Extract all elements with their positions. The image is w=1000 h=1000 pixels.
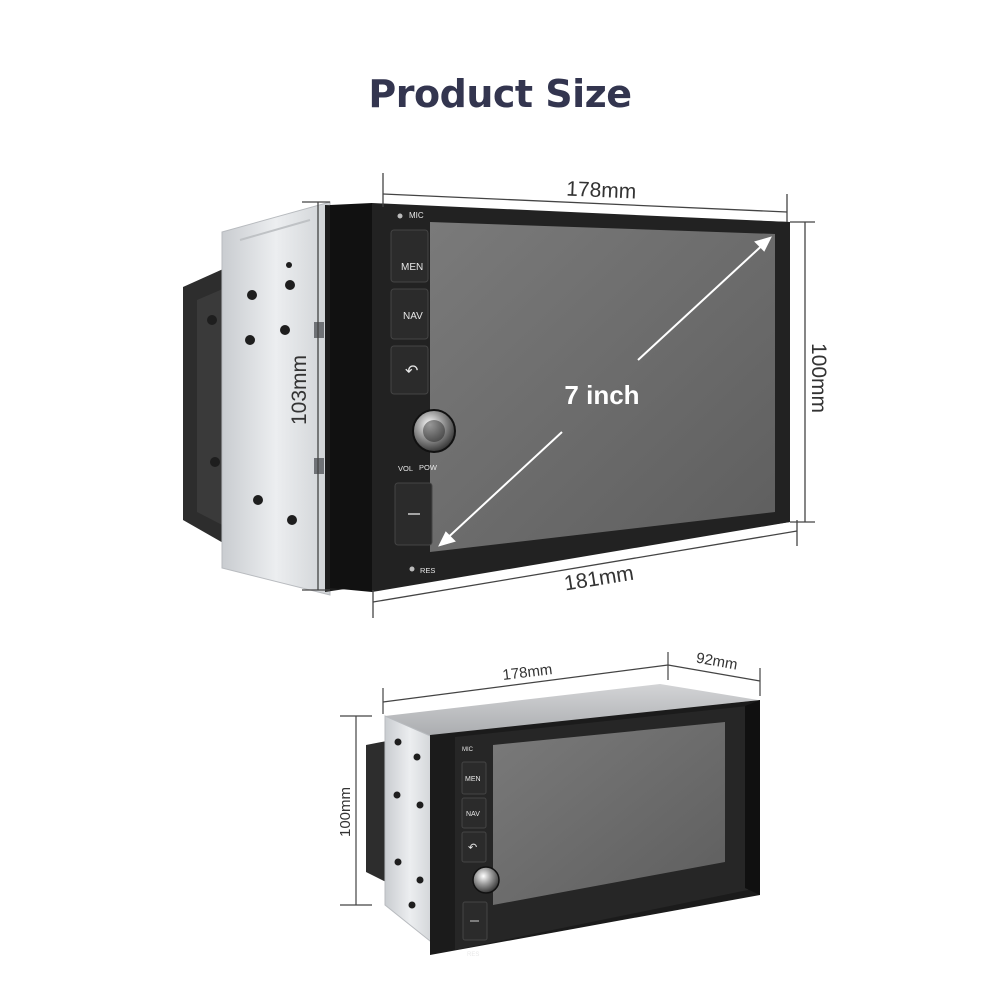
display-screen [430,222,775,552]
mic-label: MIC [409,211,424,220]
display-screen-small [493,722,725,905]
pow-label: POW [419,463,438,472]
diagonal-size-label: 7 inch [564,380,639,410]
depth-label: 92mm [695,650,739,674]
mic-label-small: MIC [462,747,474,753]
menu-label-small: MEN [465,776,481,783]
right-height-label: 100mm [807,343,830,413]
res-dot-icon [409,566,415,572]
top-plate [385,684,758,738]
mic-dot-icon [397,213,403,219]
height-label-small: 100mm [337,787,354,837]
back-arrow-icon-small: ↶ [468,842,477,854]
top-dimensions [302,173,815,618]
bottom-dimensions [340,652,761,906]
res-label-small: RES [467,952,479,958]
back-arrow-icon: ↶ [405,363,418,380]
left-height-label: 103mm [288,355,311,425]
chassis-side-small [384,715,436,947]
res-label: RES [420,566,435,575]
vol-label: VOL [398,464,413,473]
chassis-holes [207,262,297,525]
menu-button-label: MEN [401,262,423,273]
top-width-label: 178mm [566,177,637,203]
top-unit: MIC MEN NAV ↶ VOL POW RES 7 inch [183,201,790,596]
nav-button-label: NAV [403,311,423,322]
diagonal-arrow [438,236,772,547]
bottom-width-label: 181mm [563,562,636,596]
volume-knob-icon-small [472,866,500,894]
control-panel: MIC MEN NAV ↶ VOL POW RES [390,211,456,575]
nav-label-small: NAV [466,811,480,818]
volume-knob-icon [412,409,456,453]
bottom-unit: MIC MEN NAV ↶ RES [366,684,760,958]
page-title: Product Size [368,72,632,116]
bottom-width-label-small: 178mm [502,661,554,684]
chassis-side [221,201,331,596]
